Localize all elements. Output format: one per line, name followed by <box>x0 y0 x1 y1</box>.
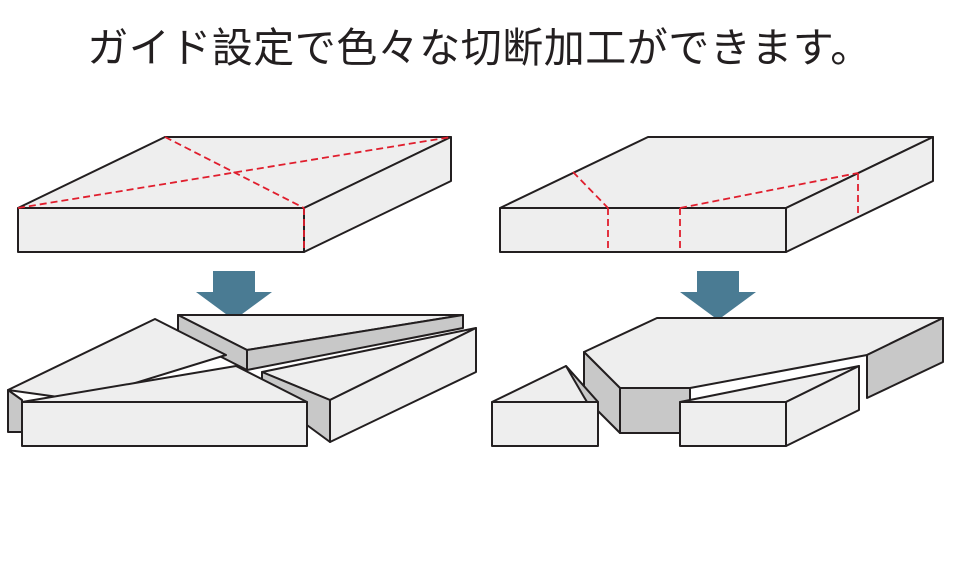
page-heading: ガイド設定で色々な切断加工ができます。 <box>87 24 872 72</box>
left-down-arrow <box>196 271 272 320</box>
right-down-arrow <box>680 271 756 320</box>
left-pieces-after <box>7 314 477 447</box>
right-guide-lines <box>572 171 859 252</box>
left-guide-lines <box>17 136 452 252</box>
right-board-before <box>499 136 934 253</box>
left-board-side <box>303 136 452 253</box>
right-board-front <box>499 207 787 253</box>
left-board-front <box>17 207 305 253</box>
right-pieces-after <box>491 317 944 447</box>
right-board-side <box>785 136 934 253</box>
left-board-before <box>17 136 452 253</box>
